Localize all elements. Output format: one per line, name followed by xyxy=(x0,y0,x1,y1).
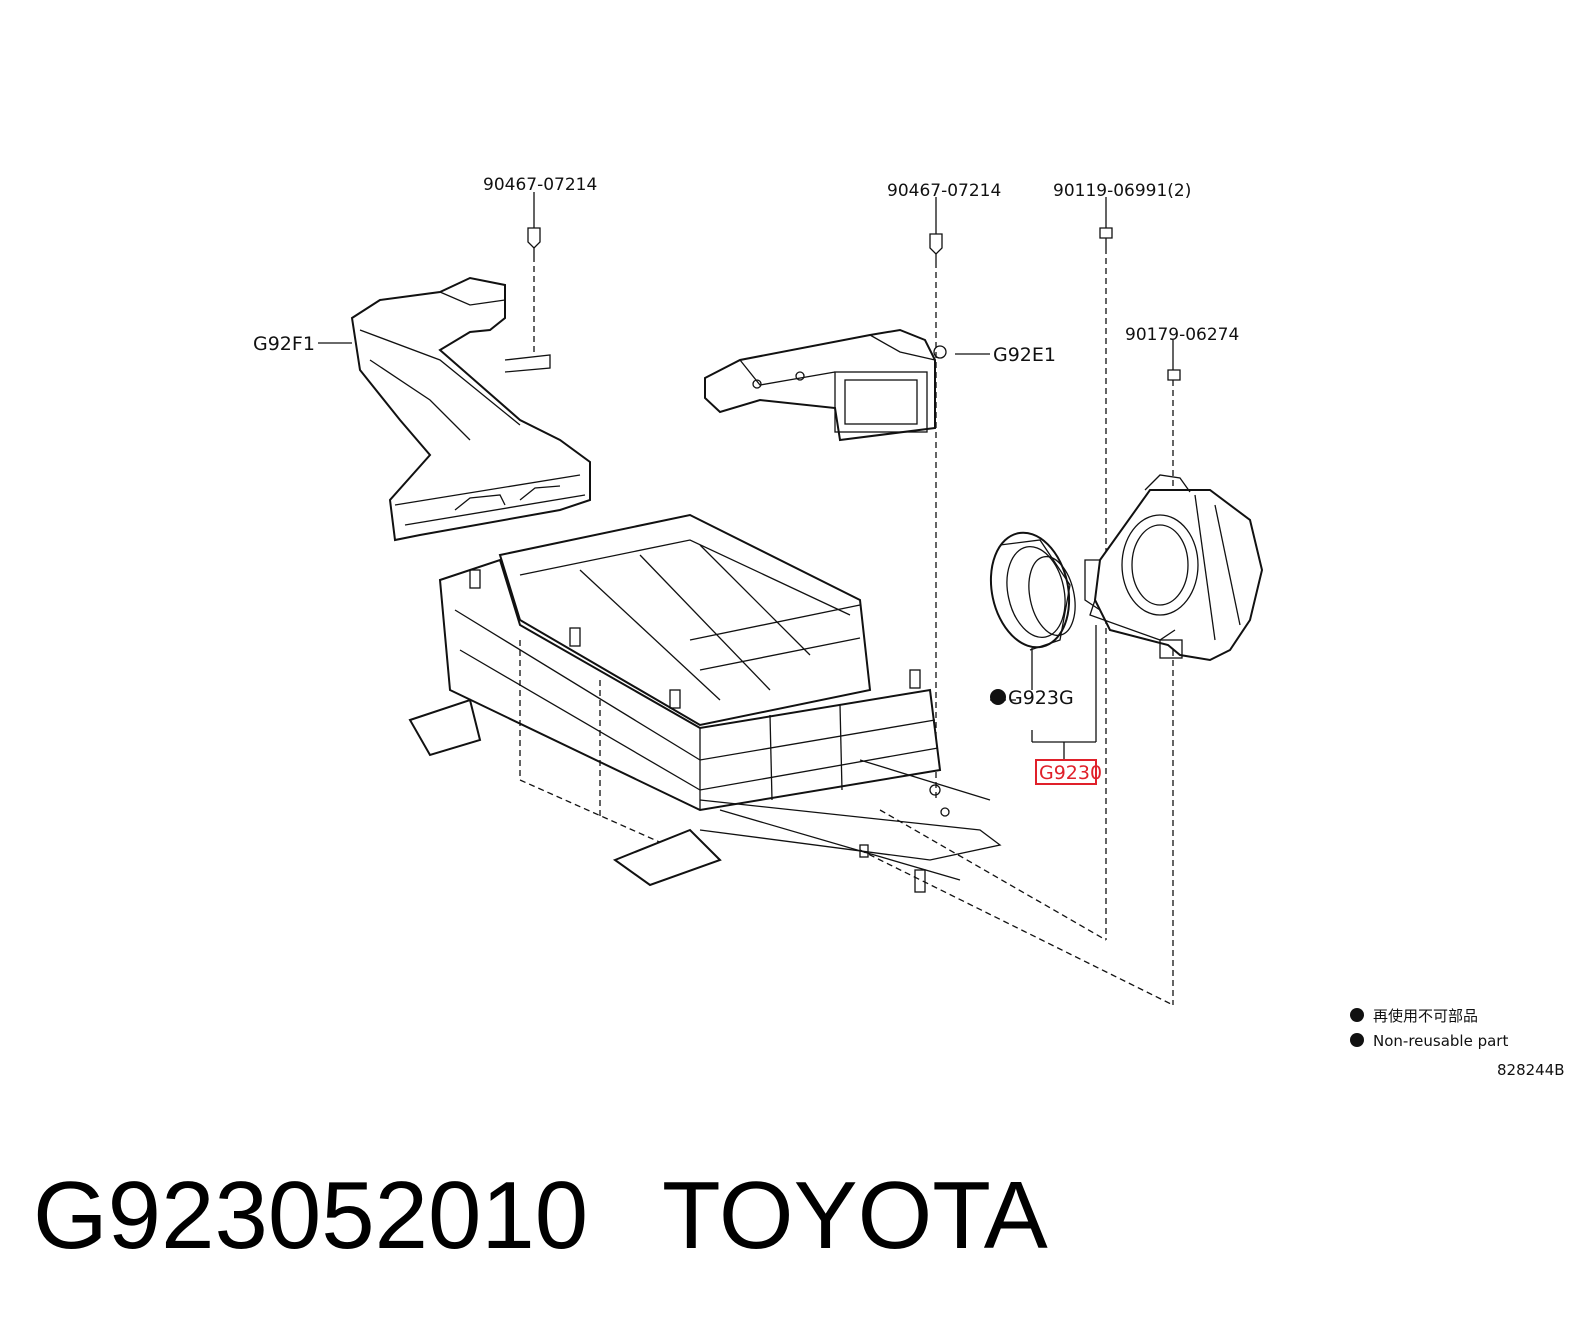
callout-g92e1[interactable]: G92E1 xyxy=(993,344,1056,366)
air-duct-right xyxy=(704,328,947,442)
part-number-bolt-center: 90467-07214 xyxy=(887,181,1001,201)
part-number-bolt-left: 90467-07214 xyxy=(483,175,597,195)
part-number-bolt-right: 90119-06991(2) xyxy=(1053,181,1191,201)
reference-code: 828244B xyxy=(1497,1061,1565,1079)
bolt-center-icon xyxy=(929,233,943,262)
footer-part-code: G923052010 xyxy=(33,1162,588,1269)
callout-g9230[interactable]: G9230 xyxy=(1039,762,1102,784)
nut-right-icon xyxy=(1167,369,1181,381)
legend-english: Non-reusable part xyxy=(1373,1032,1508,1050)
non-reusable-marker-icon xyxy=(990,689,1006,705)
air-duct-left xyxy=(350,276,591,542)
callout-g923g[interactable]: G923G xyxy=(1008,687,1074,709)
gasket-ring xyxy=(989,531,1076,651)
callout-g92f1[interactable]: G92F1 xyxy=(253,333,315,355)
bolt-right-icon xyxy=(1099,227,1113,248)
legend-japanese: 再使用不可部品 xyxy=(1373,1007,1478,1025)
part-number-nut-right: 90179-06274 xyxy=(1125,325,1239,345)
leader-lines xyxy=(318,192,1174,760)
blower-fan xyxy=(1084,474,1264,662)
highlight-box xyxy=(1035,759,1097,785)
battery-assembly xyxy=(408,513,1002,893)
legend-bullet-icon xyxy=(1350,1033,1364,1047)
footer-brand: TOYOTA xyxy=(662,1162,1048,1269)
legend-bullet-icon xyxy=(1350,1008,1364,1022)
bolt-left-icon xyxy=(527,227,541,256)
